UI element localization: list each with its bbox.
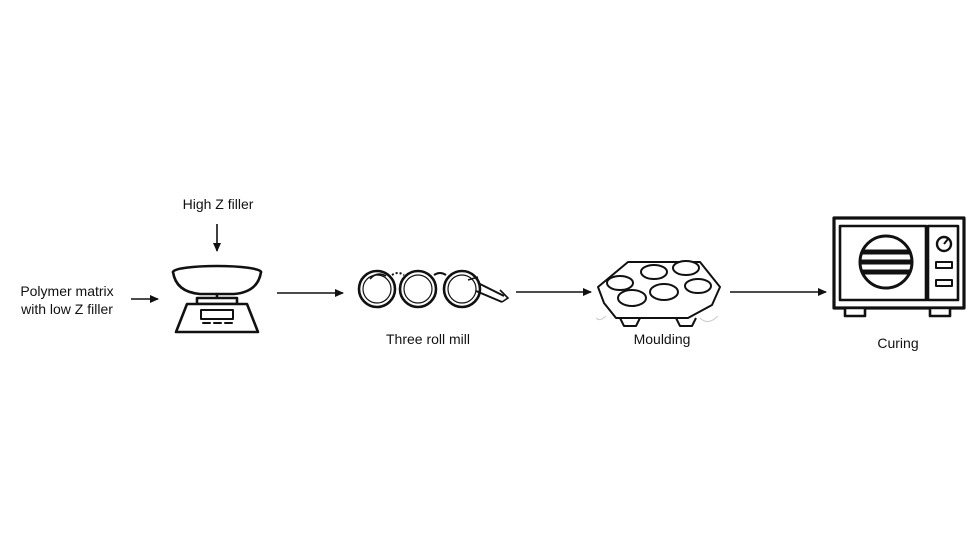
input-label-line1: Polymer matrix <box>20 283 114 299</box>
curing-step-label: Curing <box>877 335 919 351</box>
oven-icon <box>832 216 966 318</box>
kitchen-scale-icon <box>171 264 263 334</box>
three-roll-mill-icon <box>357 269 510 309</box>
input-label-line2: with low Z filler <box>21 301 113 317</box>
filler-label: High Z filler <box>182 196 254 212</box>
muffin-tray-icon <box>595 260 721 327</box>
input-label: Polymer matrix with low Z filler <box>8 282 126 318</box>
moulding-step-label: Moulding <box>633 331 691 347</box>
mill-step-label: Three roll mill <box>385 331 470 347</box>
